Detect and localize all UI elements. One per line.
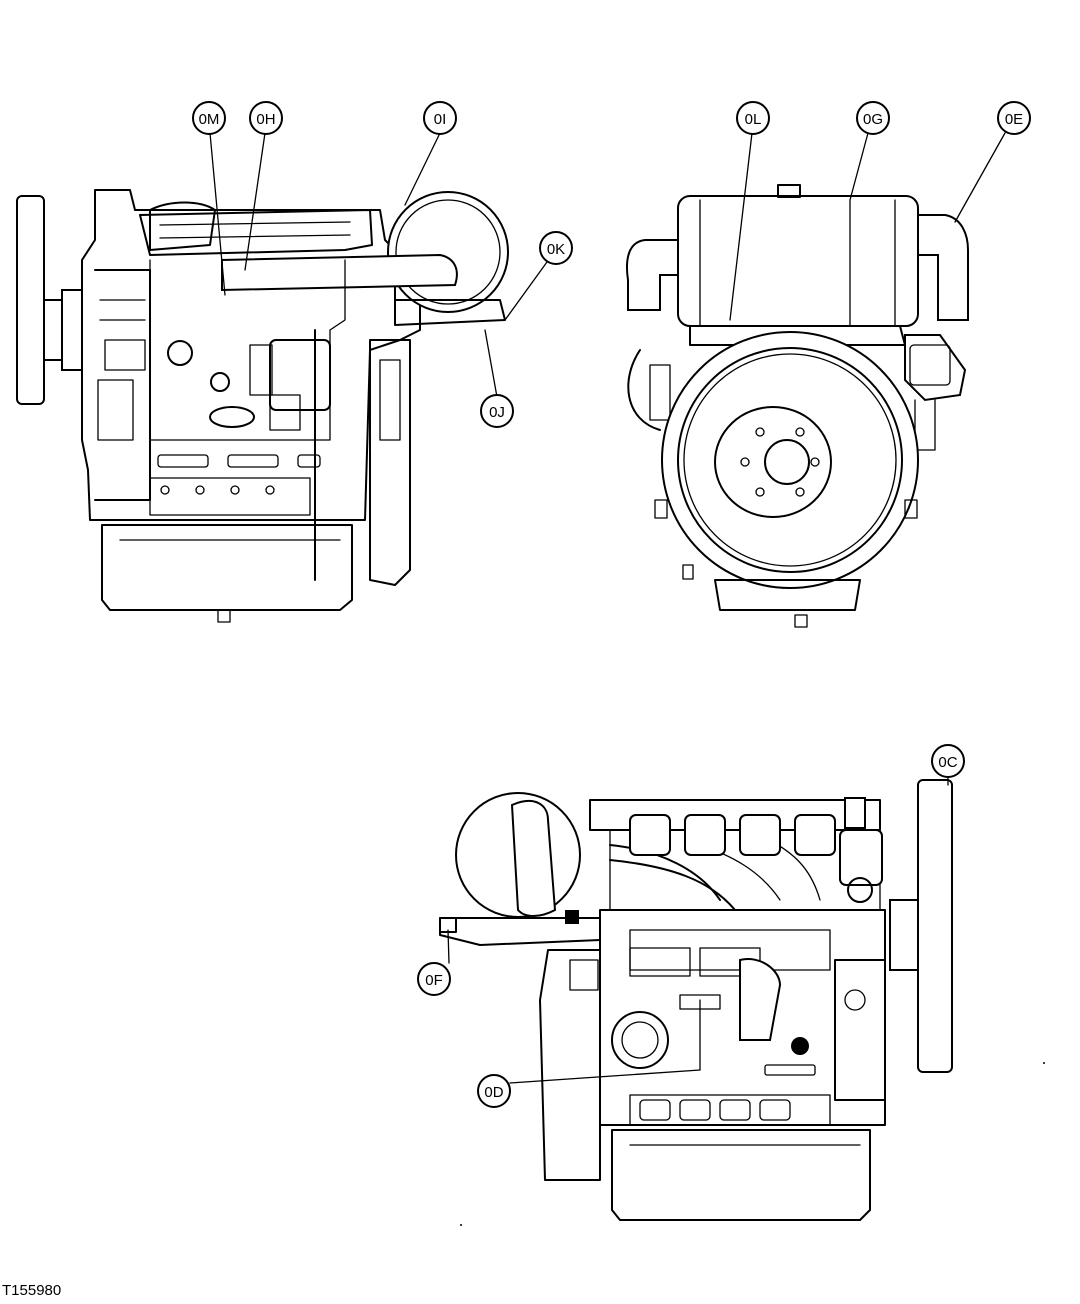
air-cleaner-right [455, 792, 581, 918]
callout-0L: 0L [736, 101, 770, 135]
engine-right-side-view [439, 779, 953, 1221]
figure-id: T155980 [2, 1282, 62, 1299]
muffler [677, 184, 919, 327]
callout-label-0K: 0K [547, 241, 565, 258]
callout-leaders [209, 132, 1006, 1084]
callout-label-0J: 0J [489, 404, 505, 421]
callout-0E: 0E [997, 101, 1031, 135]
callout-label-0M: 0M [199, 111, 220, 128]
callout-0J: 0J [480, 394, 514, 428]
injector-block-rear [904, 334, 967, 451]
fan-blade-right [889, 779, 953, 1073]
callout-label-0I: 0I [434, 111, 447, 128]
callout-label-0L: 0L [745, 111, 762, 128]
callout-label-0E: 0E [1005, 111, 1023, 128]
callout-0K: 0K [539, 231, 573, 265]
fan-blade-left [16, 195, 83, 405]
callout-0M: 0M [192, 101, 226, 135]
callout-label-0H: 0H [256, 111, 275, 128]
callout-0H: 0H [249, 101, 283, 135]
callout-0D: 0D [477, 1074, 511, 1108]
callout-label-0F: 0F [425, 972, 443, 989]
engine-left-side-view [16, 189, 509, 623]
callout-0G: 0G [856, 101, 890, 135]
callout-0I: 0I [423, 101, 457, 135]
engine-rear-view [626, 184, 969, 628]
callout-label-0D: 0D [484, 1084, 503, 1101]
callout-0F: 0F [417, 962, 451, 996]
callout-label-0G: 0G [863, 111, 883, 128]
callout-0C: 0C [931, 744, 965, 778]
callout-label-0C: 0C [938, 754, 957, 771]
